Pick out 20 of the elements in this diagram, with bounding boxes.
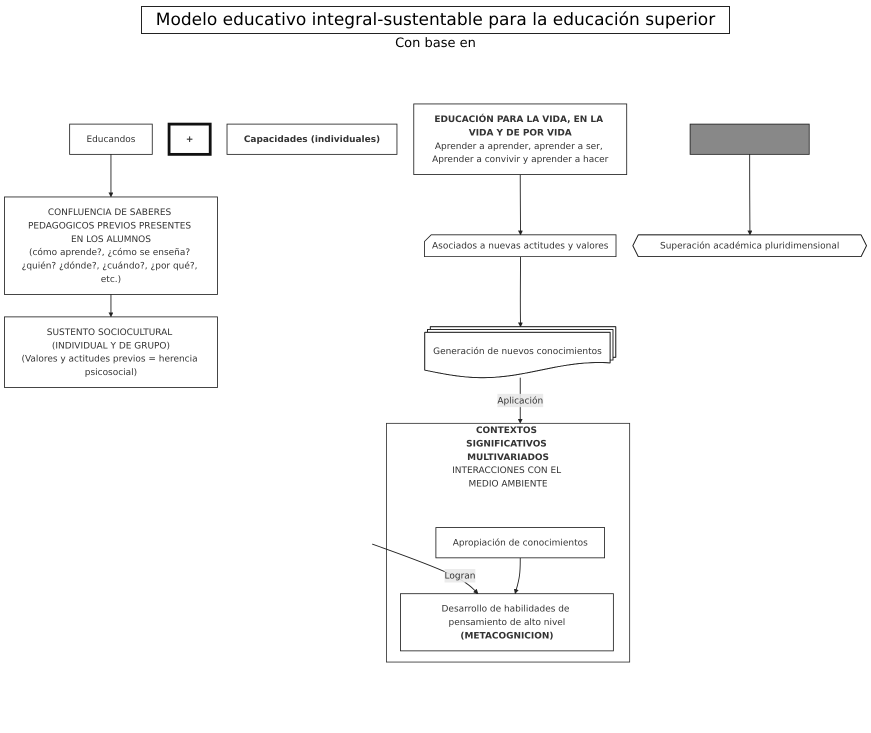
edge-label: Logran [444,570,476,581]
node-bar [690,124,810,155]
arrow [372,544,478,594]
arrow [518,256,523,328]
node-box: Capacidades (individuales) [226,124,398,155]
arrow [108,154,114,198]
arrow [108,294,114,318]
note-text: Con base en [395,36,476,51]
node-box: EDUCACIÓN PARA LA VIDA, EN LA VIDA Y DE POR VIDA Aprender a aprender, aprender a ser, Aprender a convivir y aprender a hacer [413,104,628,175]
node-box: SUSTENTO SOCIOCULTURAL (INDIVIDUAL Y DE GRUPO) (Valores y actitudes previos = herencia psicosocial) [4,316,218,388]
arrow [747,154,752,236]
edge-label: Aplicación [497,394,544,406]
node-box: CONFLUENCIA DE SABERES PEDAGOGICOS PREVIOS PRESENTES EN LOS ALUMNOS (cómo aprende?, ¿cómo se enseña? ¿quién? ¿dónde?, ¿cuándo?, ¿por qué?, etc.) [4,196,218,295]
node-box: Desarrollo de habilidades de pensamiento de alto nivel (METACOGNICION) [400,593,614,652]
diagram-title: Modelo educativo integral-sustentable para la educación superior [140,6,730,34]
node-box: Educandos [69,124,153,155]
arrow [514,557,521,594]
node-box: + [168,122,212,156]
node-box: Apropiación de conocimientos [435,527,605,558]
arrow [518,174,523,236]
